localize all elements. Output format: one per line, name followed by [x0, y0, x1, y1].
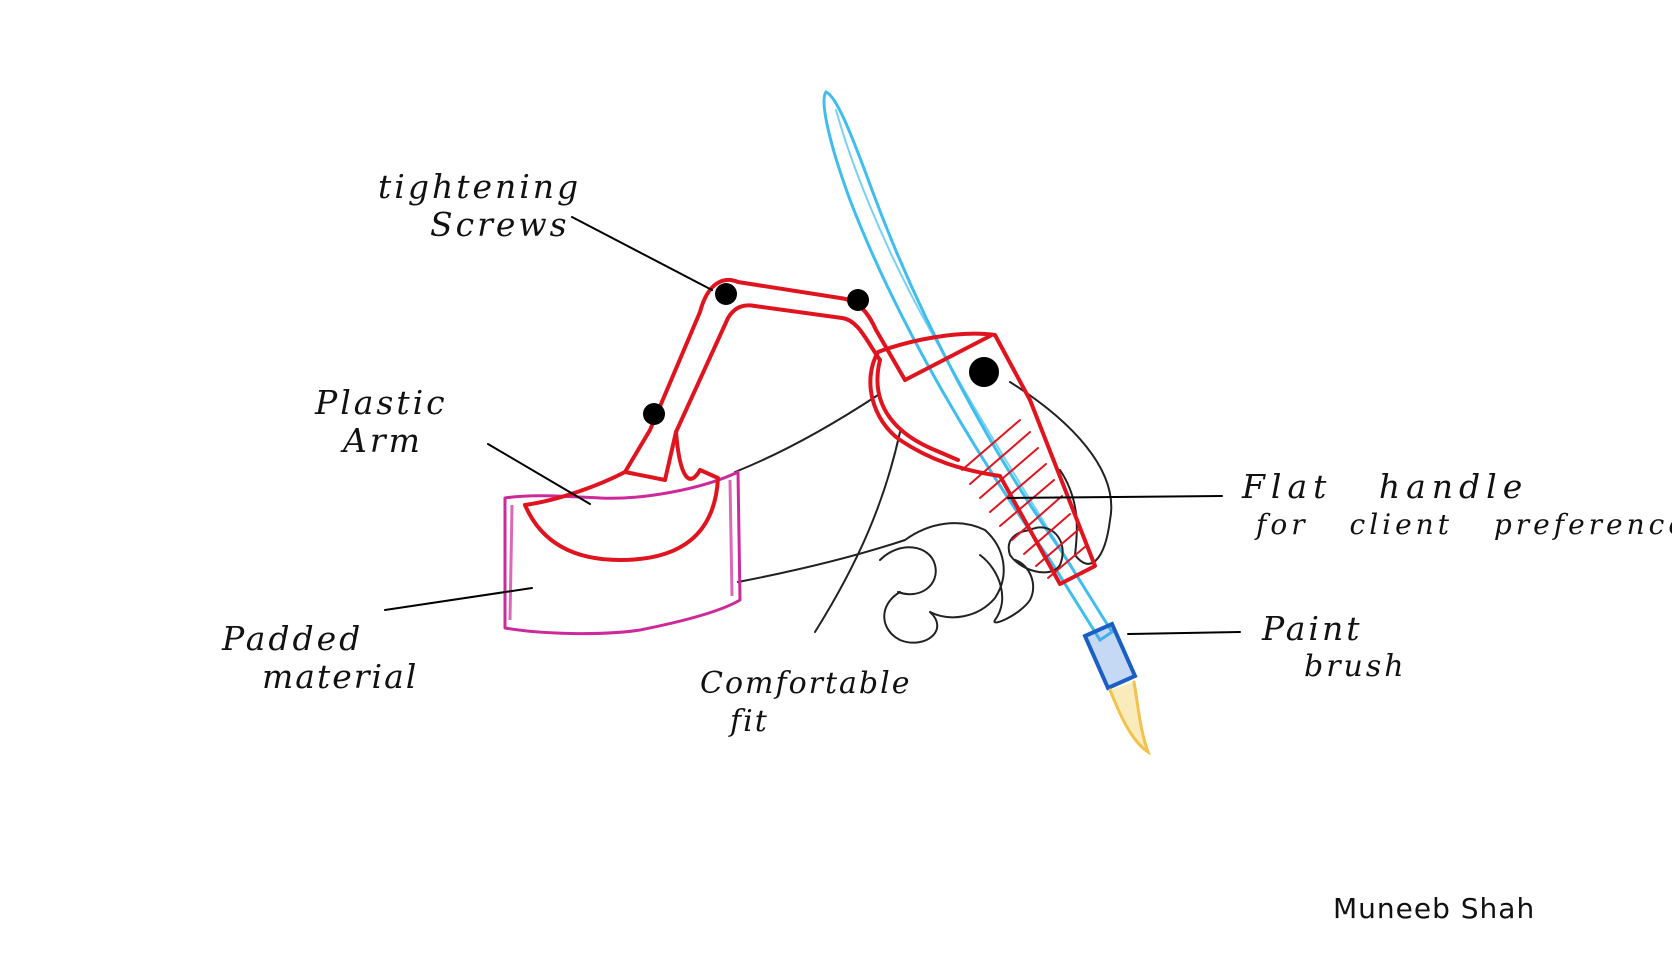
leader-handle [1007, 495, 1223, 499]
tightening-screws [643, 283, 999, 425]
label-line: Plastic [315, 383, 448, 422]
label-line: Paint [1262, 609, 1363, 648]
brush-ferrule [1082, 621, 1138, 691]
label-line: for client preference [1256, 508, 1672, 541]
brush-handle-shade [835, 109, 1081, 581]
screw-dot [969, 357, 999, 387]
brush-handle [822, 90, 1115, 643]
label-line: Screws [430, 205, 570, 244]
hand-sketch [734, 381, 1113, 644]
label-tightening-screws: tightening Screws [378, 168, 581, 244]
padded-base [503, 470, 742, 636]
label-padded-material: Padded material [222, 620, 418, 696]
screw-dot [715, 283, 737, 305]
label-line: fit [730, 704, 769, 739]
label-line: Flat handle [1242, 467, 1529, 506]
screw-dot [847, 289, 869, 311]
leader-padded [384, 587, 533, 611]
plastic-arm [523, 277, 1097, 586]
label-line: Comfortable [700, 666, 912, 701]
leader-arm [487, 443, 591, 505]
screw-dot [643, 403, 665, 425]
leader-brush [1127, 631, 1241, 635]
paint-brush [822, 90, 1151, 756]
label-plastic-arm: Plastic Arm [315, 384, 448, 460]
label-line: tightening [378, 167, 582, 206]
label-paint-brush: Paint brush [1262, 610, 1407, 686]
label-comfortable-fit: Comfortable fit [700, 665, 911, 741]
label-line: brush [1304, 649, 1407, 684]
leader-screws [571, 216, 713, 291]
leader-lines [384, 216, 1241, 635]
label-line: Arm [343, 421, 423, 460]
label-line: material [262, 657, 419, 696]
label-line: Padded [222, 619, 364, 658]
flat-handle-hatching [961, 419, 1087, 579]
author-signature: Muneeb Shah [1333, 892, 1536, 925]
label-flat-handle: Flat handle for client preference [1242, 468, 1672, 544]
brush-bristles [1108, 680, 1151, 756]
